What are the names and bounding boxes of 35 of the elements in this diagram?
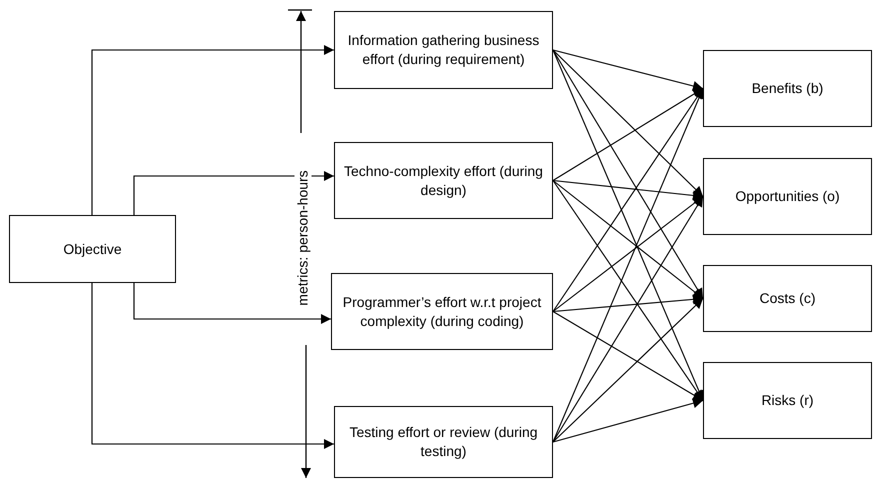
- arrow: [552, 196, 704, 442]
- arrow: [552, 196, 704, 312]
- dimension-label: metrics: person-hours: [294, 168, 312, 308]
- process-box: [334, 142, 553, 219]
- process-box: [331, 273, 553, 350]
- process-box: [703, 362, 872, 439]
- arrow: [91, 283, 334, 449]
- box-text: Testing effort or review (during testing): [348, 423, 539, 461]
- box-text: Risks (r): [761, 391, 814, 410]
- arrow: [133, 283, 331, 324]
- arrow: [552, 294, 704, 312]
- arrow: [91, 45, 334, 215]
- arrow: [552, 311, 704, 401]
- arrow: [552, 49, 704, 91]
- process-box: [703, 50, 872, 127]
- arrow: [552, 298, 704, 442]
- box-text: Costs (c): [760, 289, 816, 308]
- process-box: [703, 158, 872, 235]
- box-text: Opportunities (o): [735, 187, 840, 206]
- arrow: [552, 180, 704, 299]
- arrow: [552, 88, 704, 181]
- arrow: [552, 50, 704, 197]
- box-text: Objective: [63, 240, 122, 258]
- process-box: [334, 11, 553, 89]
- arrow: [552, 50, 704, 299]
- box-text: Techno-complexity effort (during design): [343, 162, 544, 200]
- box-text: Information gathering business effort (during requirement): [346, 31, 540, 69]
- arrow: [552, 180, 704, 200]
- arrow: [133, 171, 334, 215]
- process-box: [9, 215, 176, 283]
- arrow: [552, 398, 704, 443]
- box-text: Benefits (b): [752, 79, 824, 98]
- process-box: [703, 265, 872, 332]
- box-text: Programmer’s effort w.r.t project complexity (during coding): [342, 292, 542, 330]
- process-box: [334, 406, 553, 478]
